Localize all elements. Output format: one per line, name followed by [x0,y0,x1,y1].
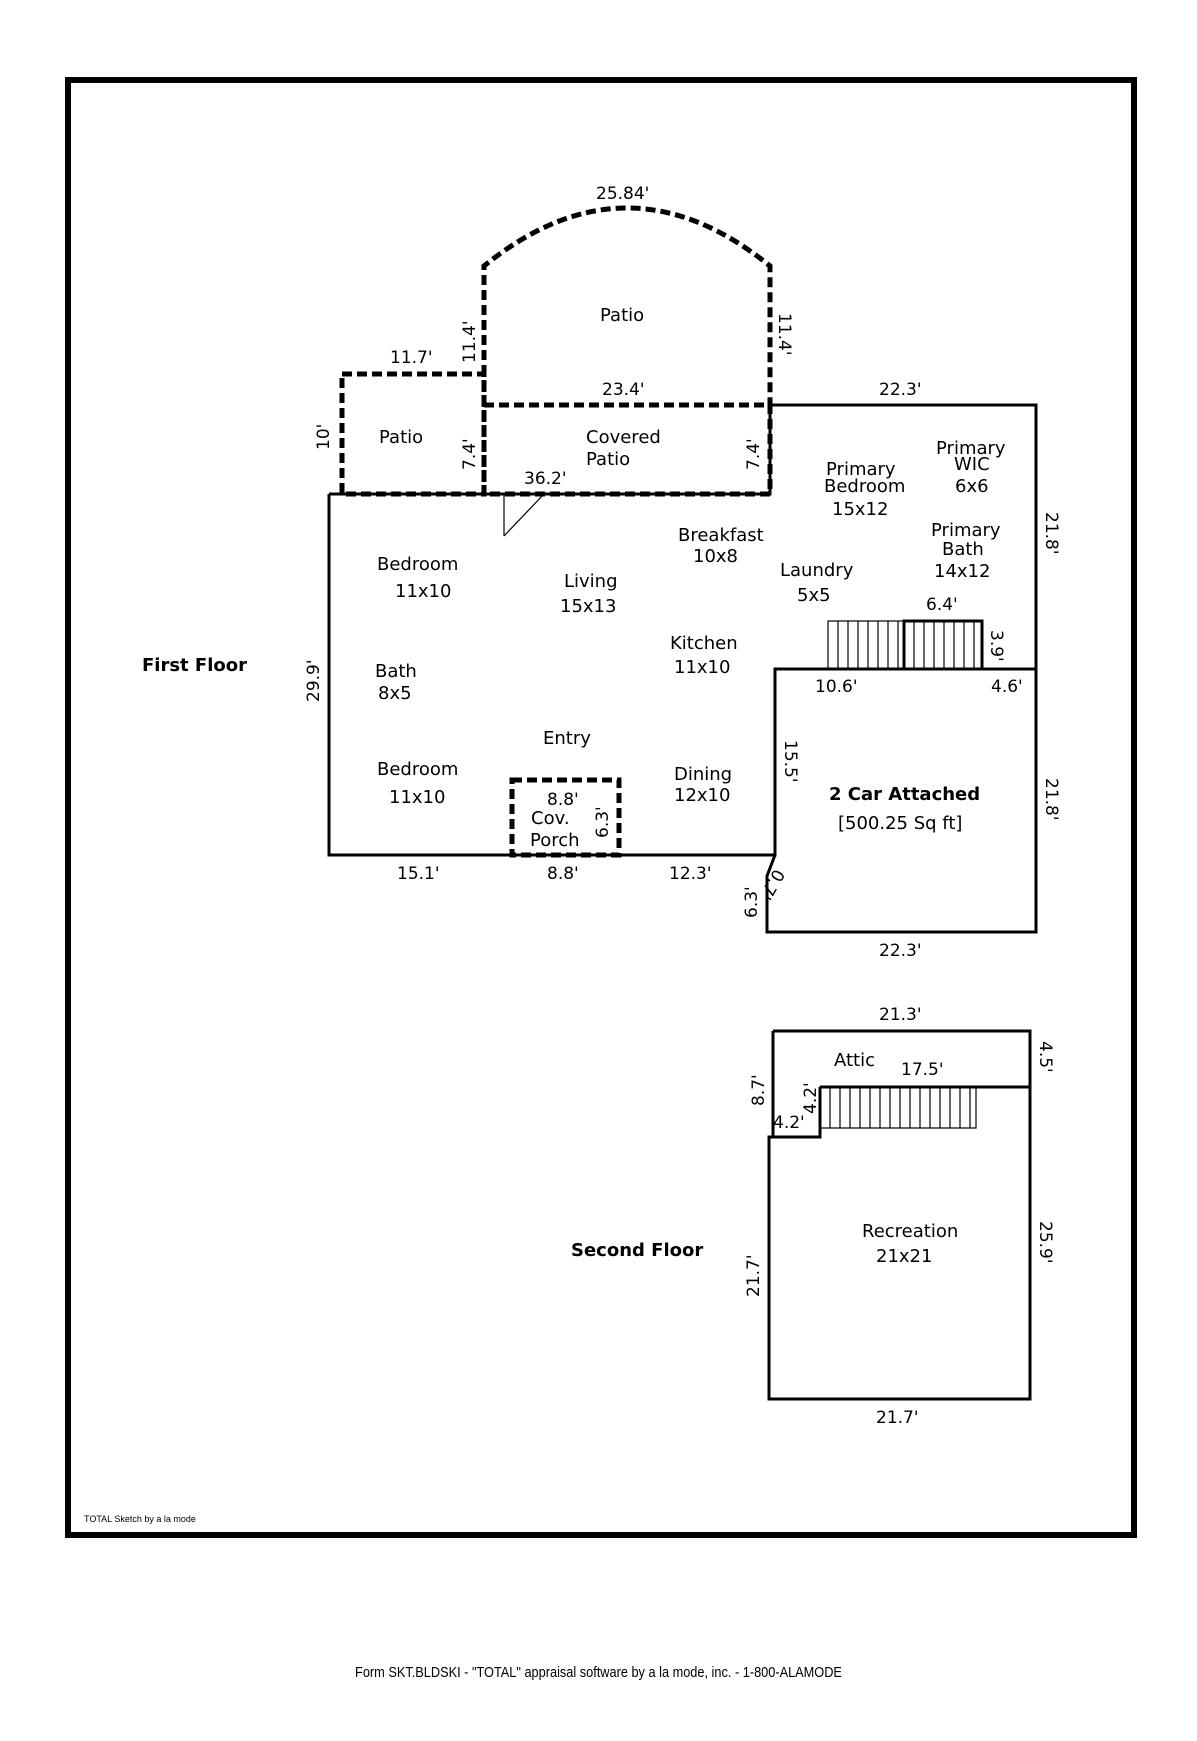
dim-bottom-porch: 8.8' [547,864,579,884]
primary-bath-label-2: Bath [942,539,984,560]
dim-arch-left: 11.4' [460,320,480,363]
primary-wic-size: 6x6 [955,476,989,497]
bedroom-1-size: 11x10 [395,581,451,602]
dim-porch-side: 6.3' [593,806,613,838]
laundry-label: Laundry [780,560,854,581]
stairs-left-treads [837,621,899,669]
garage-label: 2 Car Attached [829,784,980,805]
dim-stair-box-side: 4.2' [801,1082,821,1114]
laundry-size: 5x5 [797,585,831,606]
primary-wic-label-2: WIC [954,454,990,475]
stairs-right [902,619,984,671]
stairs-right-treads [913,621,975,669]
attic-stairs-treads [829,1087,971,1128]
dim-garage-inner-left: 15.5' [780,740,800,783]
dim-bottom-left: 15.1' [397,864,440,884]
living-label: Living [564,571,618,592]
dim-small-patio-left: 10' [314,424,334,450]
primary-bedroom-label-1: Primary [826,459,896,480]
recreation-size: 21x21 [876,1246,932,1267]
dim-bottom-dining: 12.3' [669,864,712,884]
dim-stair-top: 6.4' [926,595,958,615]
page-border [65,77,1137,1538]
dim-house-top: 36.2' [524,469,567,489]
dim-left-side: 29.9' [304,659,324,702]
sketch-credit: TOTAL Sketch by a la mode [84,1514,196,1524]
dim-small-patio-top: 11.7' [390,348,433,368]
primary-bath-size: 14x12 [934,561,990,582]
patio-arch-outline [481,205,773,405]
dim-right-top: 22.3' [879,380,922,400]
breakfast-size: 10x8 [693,546,738,567]
dim-attic-top: 21.3' [879,1005,922,1025]
living-size: 15x13 [560,596,616,617]
dining-size: 12x10 [674,785,730,806]
dim-covered-left: 7.4' [460,438,480,470]
dim-garage-notch-left: 10.6' [815,677,858,697]
primary-bath-label-1: Primary [931,520,1001,541]
dim-stair-box-bottom: 4.2' [773,1113,805,1133]
cov-porch-label-2: Porch [530,830,580,851]
covered-patio-label-2: Patio [586,449,630,470]
first-floor-label: First Floor [142,655,247,676]
door-swing [503,493,545,537]
dim-rec-right: 25.9' [1035,1221,1055,1264]
stairs-left [827,620,905,670]
attic-stairs [819,1086,977,1129]
patio-arch-label: Patio [600,305,644,326]
dim-garage-right: 21.8' [1041,778,1061,821]
garage-outline [765,667,1038,934]
recreation-label: Recreation [862,1221,958,1242]
dim-right-side-upper: 21.8' [1041,512,1061,555]
kitchen-label: Kitchen [670,633,738,654]
dim-porch-top: 8.8' [547,790,579,810]
primary-bedroom-label-2: Bedroom [824,476,905,497]
kitchen-size: 11x10 [674,657,730,678]
primary-bedroom-size: 15x12 [832,499,888,520]
cov-porch-outline [509,777,622,858]
dim-covered-right: 7.4' [744,438,764,470]
form-footer: Form SKT.BLDSKI - "TOTAL" appraisal soft… [355,1664,842,1681]
dim-second-left-upper: 8.7' [749,1074,769,1106]
dining-label: Dining [674,764,732,785]
dim-covered-patio-top: 23.4' [602,380,645,400]
bedroom-1-label: Bedroom [377,554,458,575]
dim-arch-right: 11.4' [774,313,794,356]
dim-attic-right: 4.5' [1035,1041,1055,1073]
covered-patio-label-1: Covered [586,427,661,448]
dim-arch-top: 25.84' [596,184,649,204]
entry-label: Entry [543,728,591,749]
second-floor-label: Second Floor [571,1240,703,1261]
breakfast-label: Breakfast [678,525,764,546]
dim-attic-stair: 17.5' [901,1060,944,1080]
dim-rec-left: 21.7' [744,1254,764,1297]
bedroom-2-label: Bedroom [377,759,458,780]
bedroom-2-size: 11x10 [389,787,445,808]
dim-stair-side: 3.9' [986,630,1006,662]
covered-patio-outline [481,402,773,497]
primary-wic-label-1: Primary [936,438,1006,459]
attic-label: Attic [834,1050,875,1071]
cov-porch-label-1: Cov. [531,808,570,829]
patio-small-label: Patio [379,427,423,448]
dim-garage-jog-side: 6.3' [742,886,762,918]
dim-rec-bottom: 21.7' [876,1408,919,1428]
garage-area: [500.25 Sq ft] [838,813,962,834]
dim-garage-bottom: 22.3' [879,941,922,961]
bath-label: Bath [375,661,417,682]
bath-size: 8x5 [378,683,412,704]
dim-garage-notch-right: 4.6' [991,677,1023,697]
